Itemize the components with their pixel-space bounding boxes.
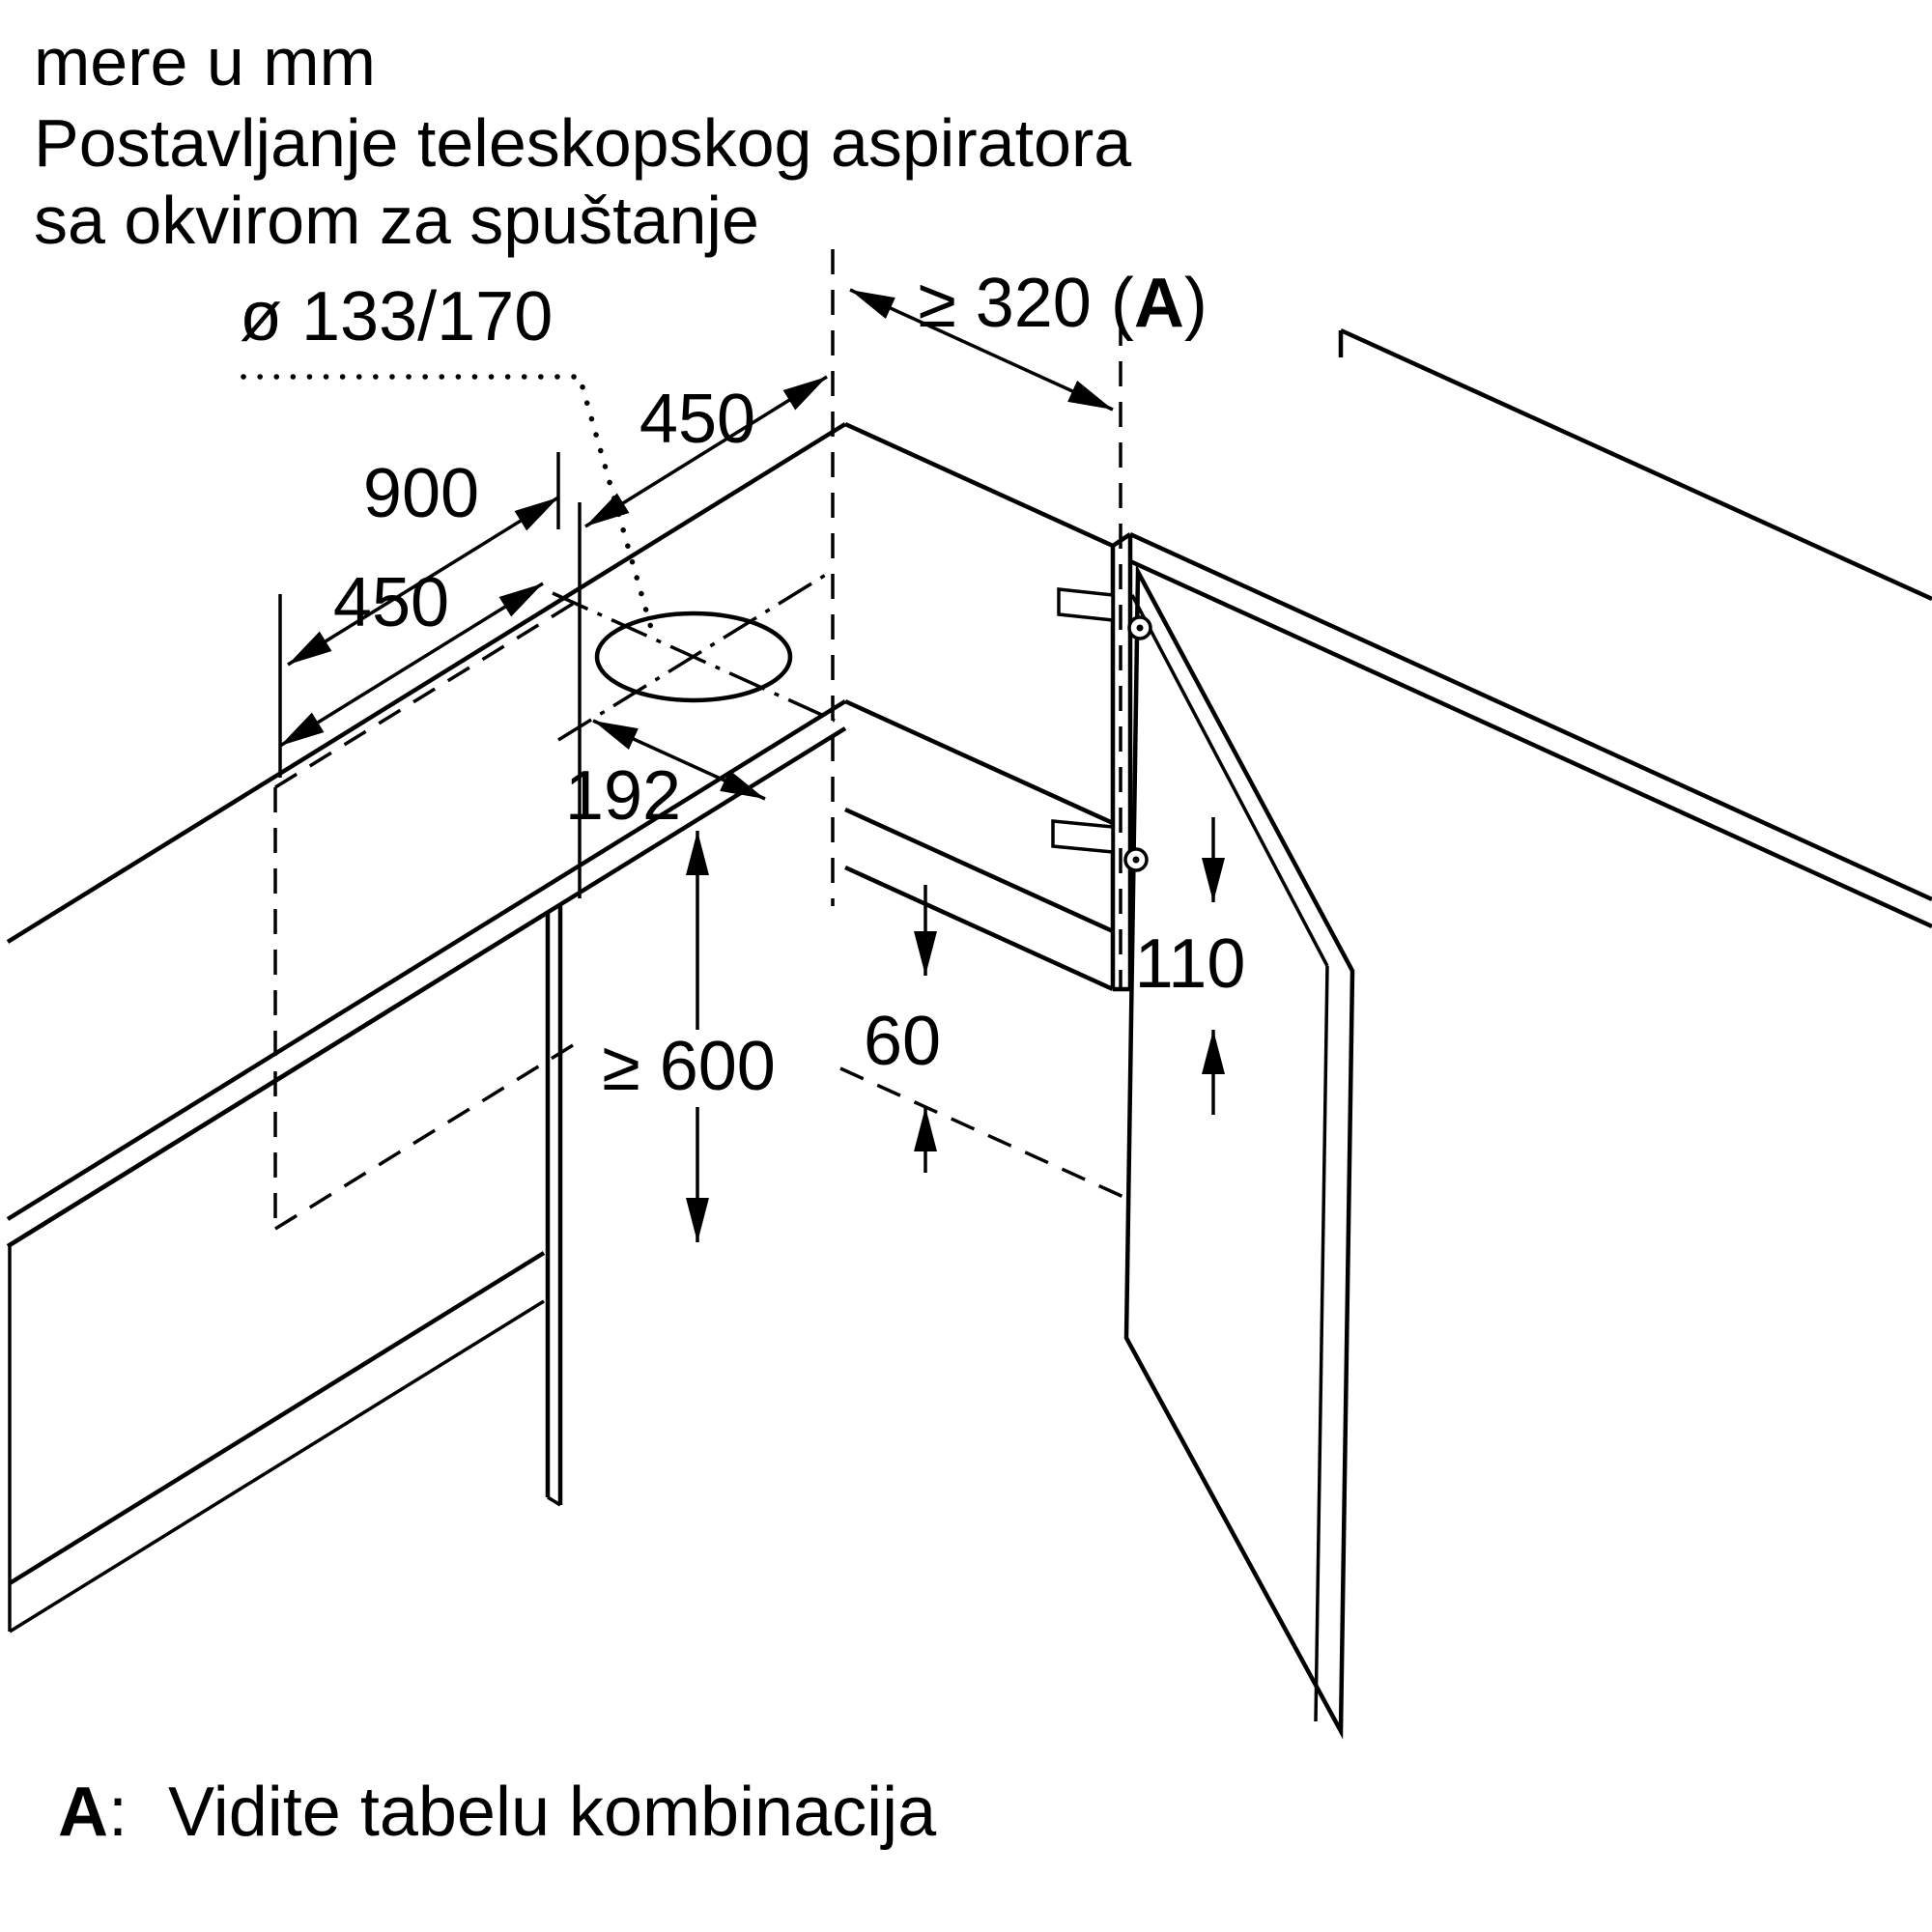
hood-niche [844, 421, 1133, 992]
right-shelf-front-bottom-edge [1129, 558, 1932, 929]
left-width-dimension-line [279, 582, 544, 748]
hole-offset-label: 192 [565, 757, 681, 835]
right-shelf-front-edge [1129, 531, 1932, 902]
right-cabinet [1129, 327, 1932, 929]
upper-shelf [6, 422, 847, 1248]
lower-door [8, 903, 563, 1634]
duct-hole [241, 374, 836, 742]
niche-floor-front-edge [844, 698, 1114, 826]
hole-diameter-label: ø 133/170 [240, 278, 553, 355]
niche-right-wall-top-edge [844, 421, 1114, 549]
lower-door-bottom-edge [8, 1251, 546, 1585]
min-height-label-background [594, 1030, 787, 1107]
hole-diameter-leader-dotted [241, 374, 654, 631]
title-line-2: Postavljanje teleskopskog aspiratora [34, 105, 1131, 181]
right-door-thickness-edge [1314, 965, 1329, 1722]
clearance-label: ≥ 320 (A) [918, 265, 1208, 342]
niche-width-label: 450 [639, 381, 755, 458]
footnote-text: Vidite tabelu kombinacija [168, 1774, 937, 1851]
cabinet-frame-top-cap [1111, 532, 1132, 548]
lower-door-thickness-edge [9, 1299, 545, 1634]
niche-width-dimension-line [584, 375, 828, 528]
right-shelf-back-edge [1340, 327, 1932, 602]
clearance-ref: A [1134, 265, 1184, 342]
clearance-dimension-line [849, 288, 1114, 412]
hood-lower-band-top-edge [844, 807, 1114, 934]
overlap-label: 110 [1135, 925, 1246, 1003]
side-panel-bottom-cap [547, 1495, 561, 1507]
hood-width-label: 900 [363, 455, 479, 532]
hinge-screw-top-center [1136, 624, 1144, 632]
gap-label: 60 [864, 1003, 941, 1080]
lower-door-top-edge [8, 913, 546, 1247]
clearance-suffix: ) [1184, 265, 1208, 342]
duct-hole-centerline-cross [552, 591, 836, 723]
hood-lower-band-bottom-edge [844, 865, 1114, 992]
dimensions: ø 133/170 ≥ 320 (A) 450 900 450 192 ≥ 60… [240, 265, 1245, 1242]
right-door-panel [1123, 563, 1355, 1740]
hole-offset-dimension-line [592, 719, 766, 801]
right-door-open [1123, 563, 1355, 1740]
title-block: mere u mm Postavljanje teleskopskog aspi… [34, 24, 1131, 258]
title-line-3: sa okvirom za spuštanje [34, 183, 759, 258]
min-height-label: ≥ 600 [602, 1028, 776, 1105]
left-width-label: 450 [333, 564, 449, 641]
hood-body-hidden-bottom-edge [274, 1043, 574, 1231]
hinge-block-top [1057, 587, 1115, 622]
footnote: A: Vidite tabelu kombinacija [58, 1774, 937, 1851]
right-door-inner-top-edge [1130, 594, 1329, 967]
clearance-prefix: ≥ 320 ( [918, 265, 1134, 342]
title-line-1: mere u mm [34, 24, 376, 99]
hinge-block-bottom [1051, 819, 1115, 854]
footnote-colon: : [108, 1774, 128, 1851]
niche-bottom-hidden-edge [839, 1066, 1124, 1199]
duct-hole-ellipse [594, 611, 793, 703]
hinges [1051, 587, 1152, 872]
footnote-block: A: Vidite tabelu kombinacija [58, 1774, 937, 1851]
footnote-ref: A [58, 1774, 108, 1851]
hinge-screw-bottom-center [1132, 856, 1140, 864]
